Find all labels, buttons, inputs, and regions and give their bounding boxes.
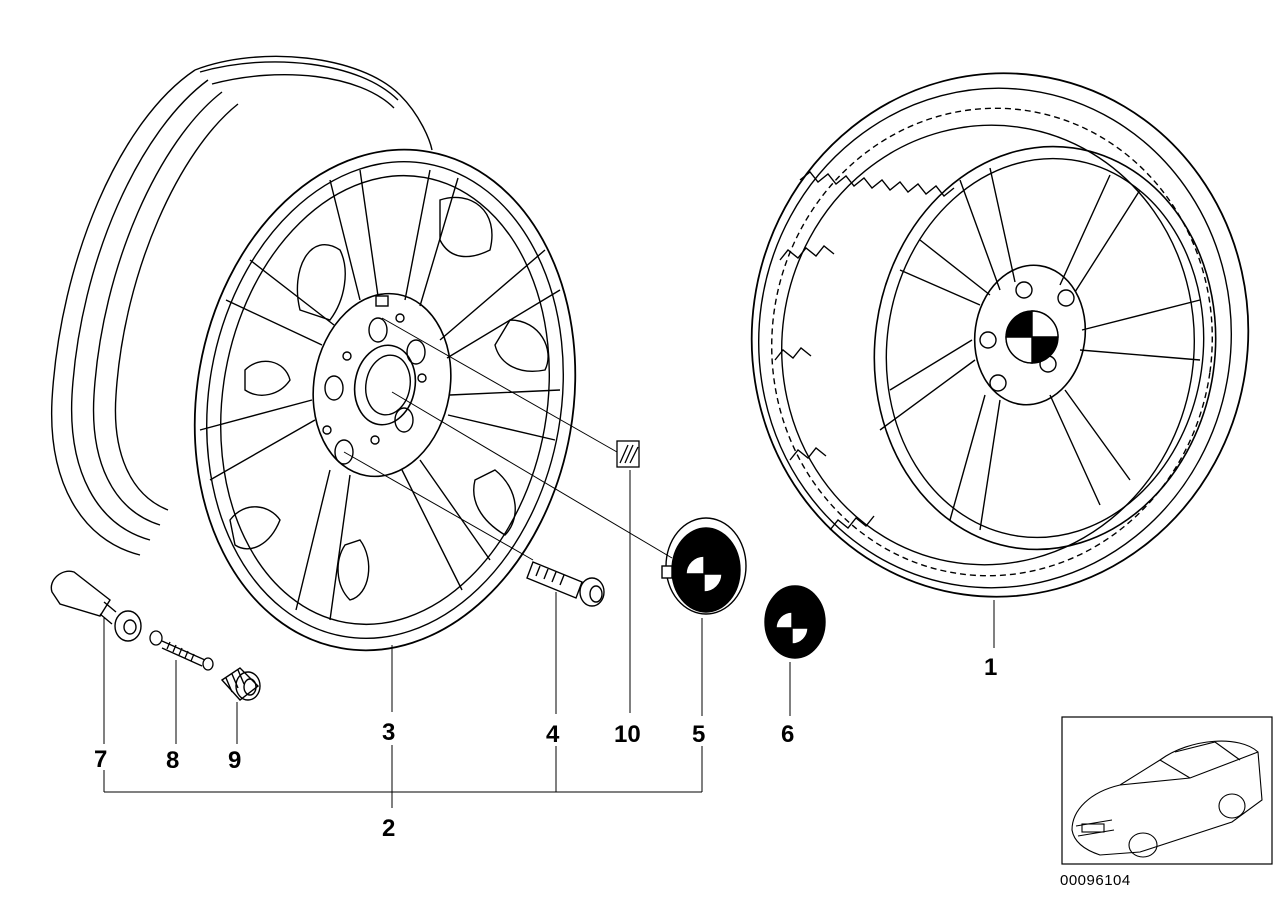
callout-6: 6 xyxy=(781,721,794,748)
callout-9: 9 xyxy=(228,747,241,774)
callout-10: 10 xyxy=(614,721,641,748)
callout-1: 1 xyxy=(984,654,997,681)
callout-5: 5 xyxy=(692,721,705,748)
label-sticker-drawing xyxy=(616,440,640,468)
wheel-bolt-drawing xyxy=(526,561,605,607)
valve-cap-drawing xyxy=(220,667,261,701)
complete-wheel-drawing xyxy=(750,72,1250,598)
callout-8: 8 xyxy=(166,747,179,774)
callout-4: 4 xyxy=(546,721,560,748)
callout-7: 7 xyxy=(94,746,107,773)
callout-2: 2 xyxy=(382,815,395,842)
leader-lines xyxy=(103,317,995,808)
callout-3: 3 xyxy=(382,719,395,746)
rim-drawing xyxy=(50,55,577,652)
valve-drawing xyxy=(50,570,142,642)
valve-core-drawing xyxy=(149,630,214,671)
hub-cap-drawing xyxy=(661,517,747,615)
vehicle-thumbnail xyxy=(1061,716,1273,865)
document-number: 00096104 xyxy=(1060,872,1131,889)
emblem-drawing xyxy=(764,585,826,659)
